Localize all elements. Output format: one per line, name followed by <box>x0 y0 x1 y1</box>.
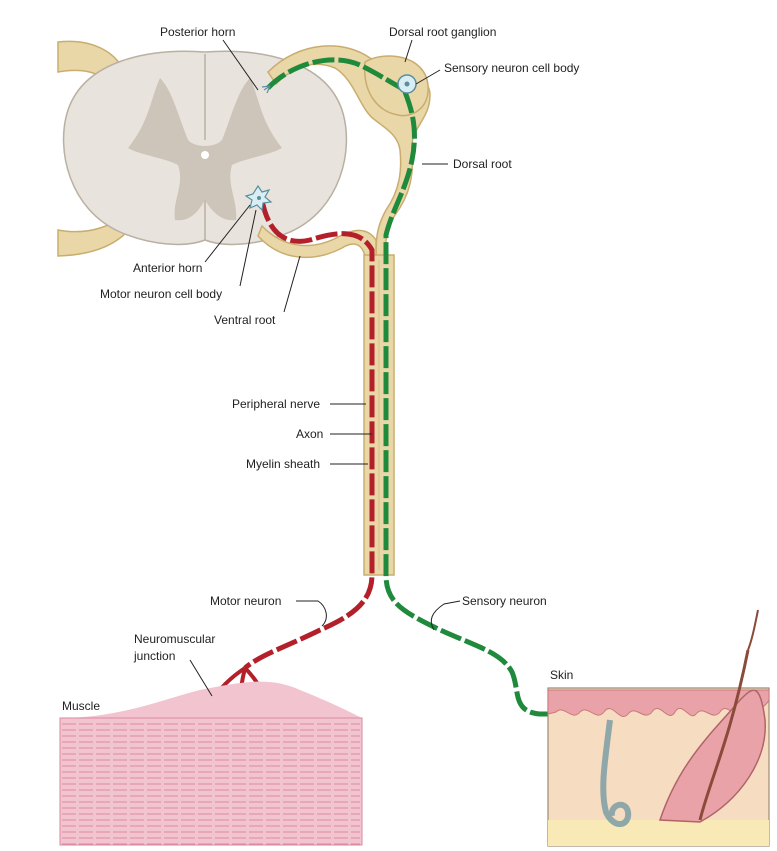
peripheral-nerve <box>363 254 395 576</box>
spinal-cord-cross-section <box>62 50 348 246</box>
label-motor-neuron-cell-body: Motor neuron cell body <box>100 287 222 301</box>
muscle-tissue <box>59 681 363 846</box>
label-myelin-sheath: Myelin sheath <box>246 457 320 471</box>
label-motor-neuron: Motor neuron <box>210 594 281 608</box>
label-sensory-neuron-cell-body: Sensory neuron cell body <box>444 61 579 75</box>
label-posterior-horn: Posterior horn <box>160 25 235 39</box>
label-sensory-neuron: Sensory neuron <box>462 594 547 608</box>
label-neuromuscular-line1: Neuromuscular <box>134 632 215 646</box>
gray-matter-h <box>128 78 282 221</box>
label-peripheral-nerve: Peripheral nerve <box>232 397 320 411</box>
label-skin: Skin <box>550 668 573 682</box>
leader-lines <box>189 39 461 697</box>
motor-neuron-pathway <box>208 184 375 712</box>
label-dorsal-root: Dorsal root <box>453 157 512 171</box>
label-muscle: Muscle <box>62 699 100 713</box>
label-anterior-horn: Anterior horn <box>133 261 202 275</box>
labels: Posterior horn Dorsal root ganglion Sens… <box>62 25 579 713</box>
label-dorsal-root-ganglion: Dorsal root ganglion <box>389 25 496 39</box>
label-ventral-root: Ventral root <box>214 313 276 327</box>
label-neuromuscular-line2: junction <box>133 649 175 663</box>
label-axon: Axon <box>296 427 323 441</box>
skin-section <box>547 609 770 847</box>
